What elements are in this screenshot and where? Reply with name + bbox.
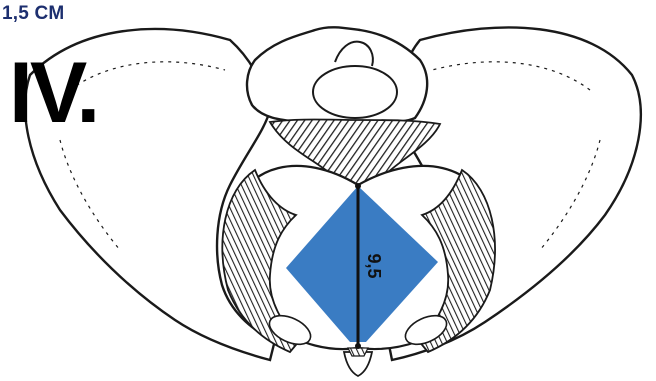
diameter-top-end	[355, 183, 361, 189]
stage-numeral: IV.	[9, 50, 97, 136]
diameter-label: 9,5	[364, 253, 384, 278]
vertebral-body	[313, 66, 397, 118]
symphysis-cap	[348, 348, 368, 356]
diameter-bottom-end	[355, 343, 361, 349]
measurement-label: 1,5 CM	[2, 4, 64, 23]
